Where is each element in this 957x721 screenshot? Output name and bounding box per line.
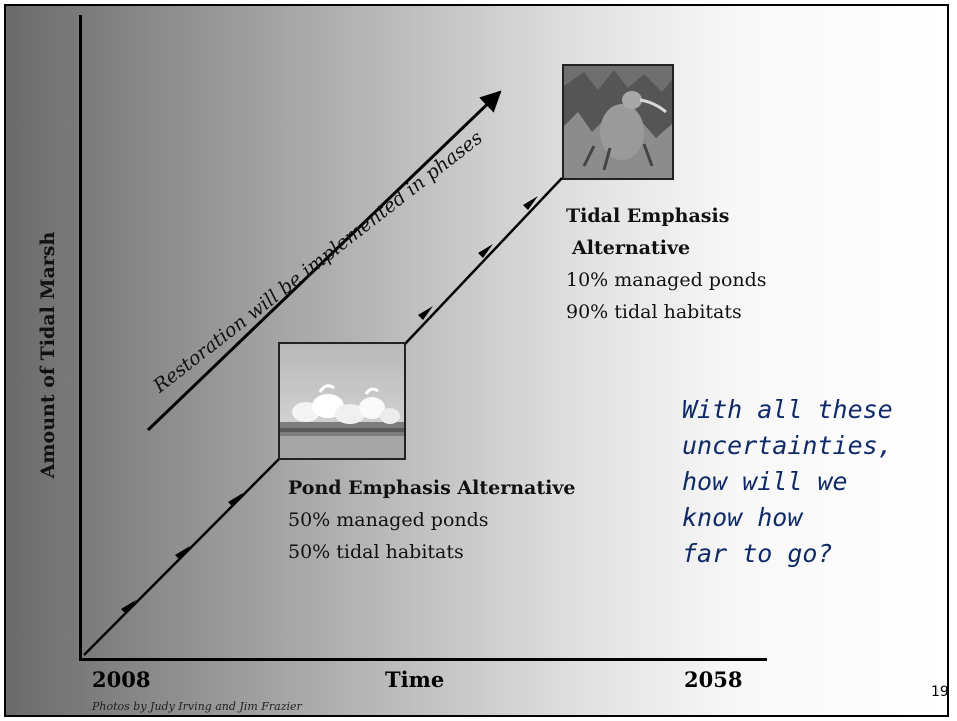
pond-alternative-title: Pond Emphasis Alternative [288, 477, 576, 499]
growth-arrowhead-1 [121, 600, 136, 614]
x-tick-end: 2058 [684, 667, 743, 692]
question-text: With all these uncertainties, how will w… [682, 392, 893, 572]
tidal-alternative-title-1: Tidal Emphasis [566, 205, 730, 227]
pond-alternative-line-1: 50% managed ponds [288, 509, 489, 531]
growth-arrowhead-4 [418, 306, 433, 320]
slide-frame [4, 4, 949, 717]
x-tick-start: 2008 [92, 667, 151, 692]
pond-alternative-box: Pond Emphasis Alternative 50% managed po… [288, 472, 575, 568]
pelicans-photo [278, 342, 406, 460]
question-line-4: know how [682, 503, 803, 532]
growth-arrowhead-6 [523, 196, 538, 210]
growth-arrowhead-2 [175, 546, 190, 560]
x-axis [79, 658, 767, 661]
growth-arrowhead-3 [228, 493, 243, 507]
x-axis-label: Time [385, 667, 445, 692]
photo-credit: Photos by Judy Irving and Jim Frazier [92, 700, 302, 713]
tidal-alternative-line-2: 90% tidal habitats [566, 301, 742, 323]
phases-arrow [146, 90, 502, 432]
pond-alternative-line-2: 50% tidal habitats [288, 541, 464, 563]
question-line-5: far to go? [682, 539, 833, 568]
tidal-alternative-line-1: 10% managed ponds [566, 269, 767, 291]
growth-line-upper [403, 177, 563, 346]
tidal-alternative-box: Tidal Emphasis Alternative 10% managed p… [566, 200, 767, 328]
question-line-2: uncertainties, [682, 431, 893, 460]
slide-number: 19 [931, 684, 949, 700]
shorebird-photo [562, 64, 674, 180]
growth-arrowhead-5 [478, 244, 493, 258]
question-line-3: how will we [682, 467, 848, 496]
question-line-1: With all these [682, 395, 893, 424]
tidal-alternative-title-2: Alternative [572, 237, 691, 259]
y-axis [79, 15, 82, 661]
